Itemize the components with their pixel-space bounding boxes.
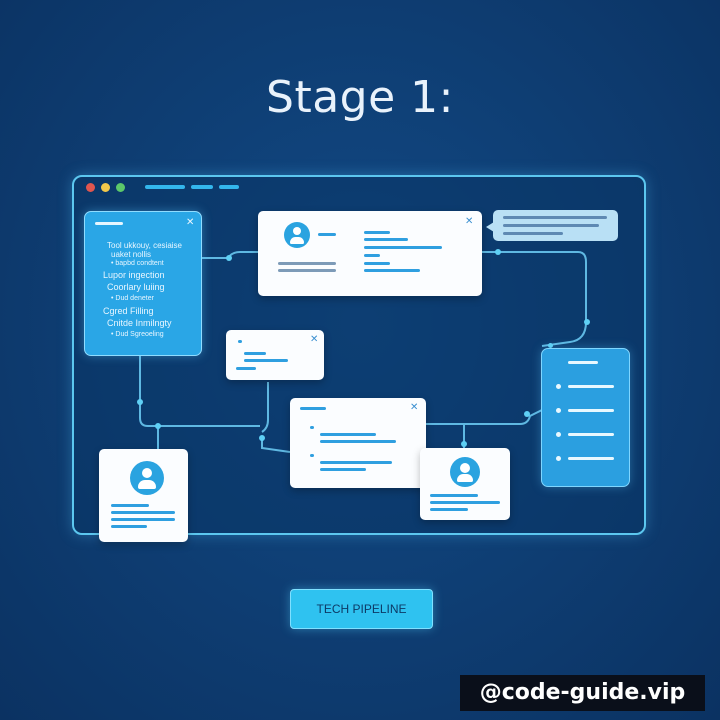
- avatar-icon: [284, 222, 310, 248]
- right-list-panel[interactable]: [541, 343, 630, 487]
- text-bar: [503, 216, 607, 219]
- list-item-bar: [568, 385, 614, 388]
- card-header-bar: [300, 407, 326, 410]
- text-bar: [364, 254, 380, 257]
- text-bar: [111, 525, 147, 528]
- profile-card[interactable]: ✕: [258, 211, 482, 296]
- bullet-marker: [238, 340, 242, 343]
- text-bar: [320, 433, 376, 436]
- user-card[interactable]: [420, 448, 510, 520]
- panel-line: Tool ukkouy, cesiaise: [107, 241, 182, 250]
- text-bar: [364, 246, 442, 249]
- text-bar: [364, 269, 420, 272]
- page-title: Stage 1:: [266, 72, 454, 123]
- avatar-icon: [450, 457, 480, 487]
- bullet-marker: [310, 454, 314, 457]
- text-bar: [244, 352, 266, 355]
- close-icon[interactable]: ✕: [465, 216, 474, 227]
- panel-line: Cnitde Inmilngty: [107, 318, 172, 328]
- tab-indicator: [191, 185, 213, 189]
- panel-line: • bapbd condtent: [111, 260, 164, 267]
- text-bar: [320, 440, 396, 443]
- list-item-bar: [568, 361, 598, 364]
- text-bar: [320, 468, 366, 471]
- text-bar: [318, 233, 336, 236]
- text-bar: [320, 461, 392, 464]
- list-item-bar: [568, 433, 614, 436]
- text-bar: [430, 494, 478, 497]
- user-card[interactable]: [99, 449, 188, 542]
- text-bar: [111, 511, 175, 514]
- tab-indicator: [145, 185, 185, 189]
- bullet-marker: [556, 384, 561, 389]
- text-bar: [244, 359, 288, 362]
- bullet-marker: [556, 408, 561, 413]
- text-bar: [111, 504, 149, 507]
- panel-line: Coorlary luiing: [107, 282, 165, 292]
- window-minimize-dot[interactable]: [101, 183, 110, 192]
- text-bar: [278, 269, 336, 272]
- panel-line: • Dud deneter: [111, 295, 154, 302]
- text-bar: [430, 501, 500, 504]
- bullet-marker: [556, 432, 561, 437]
- text-bar: [503, 232, 563, 235]
- tooltip-tail: [486, 222, 494, 232]
- bullet-marker: [556, 456, 561, 461]
- tab-indicator: [219, 185, 239, 189]
- panel-header-bar: [95, 222, 123, 225]
- window-close-dot[interactable]: [86, 183, 95, 192]
- text-bar: [430, 508, 468, 511]
- panel-line: uaket nollis: [111, 250, 152, 259]
- text-bar: [503, 224, 599, 227]
- tooltip-bubble: [493, 210, 618, 241]
- text-bar: [111, 518, 175, 521]
- panel-line: Lupor ingection: [103, 270, 165, 280]
- list-item-bar: [568, 457, 614, 460]
- task-card[interactable]: ✕: [290, 398, 426, 488]
- text-bar: [236, 367, 256, 370]
- left-info-panel[interactable]: ✕ Tool ukkouy, cesiaise uaket nollis • b…: [84, 211, 202, 356]
- text-bar: [364, 238, 408, 241]
- close-icon[interactable]: ✕: [310, 334, 319, 345]
- watermark-label: @code-guide.vip: [460, 675, 705, 711]
- text-bar: [364, 231, 390, 234]
- panel-line: Cgred Filling: [103, 306, 154, 316]
- close-icon[interactable]: ✕: [410, 402, 419, 413]
- close-icon[interactable]: ✕: [186, 217, 195, 228]
- connector-dot: [548, 343, 553, 348]
- list-item-bar: [568, 409, 614, 412]
- bullet-marker: [310, 426, 314, 429]
- note-card[interactable]: ✕: [226, 330, 324, 380]
- window-maximize-dot[interactable]: [116, 183, 125, 192]
- text-bar: [364, 262, 390, 265]
- text-bar: [278, 262, 336, 265]
- avatar-icon: [130, 461, 164, 495]
- tech-pipeline-button[interactable]: TECH PIPELINE: [290, 589, 433, 629]
- panel-line: • Dud Sgreoeling: [111, 331, 164, 338]
